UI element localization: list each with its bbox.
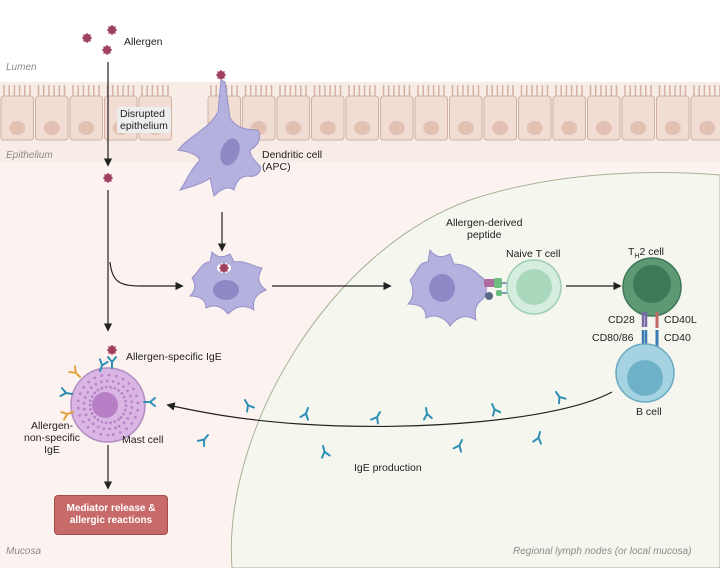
epithelial-cell: [35, 85, 69, 141]
lumen-background: [0, 0, 720, 82]
zone-label-lumen: Lumen: [6, 62, 37, 73]
zone-label-epithelium: Epithelium: [6, 150, 53, 161]
label-naive-t-cell: Naive T cell: [506, 248, 561, 260]
arrow-ige-production: [166, 391, 613, 428]
epithelial-cell: [518, 85, 552, 141]
label-nonspecific-ige: Allergen- non-specific IgE: [24, 420, 81, 456]
zone-label-lymph: Regional lymph nodes (or local mucosa): [513, 546, 692, 557]
arrow-to-dendritic: [109, 261, 184, 291]
dendritic-cell-migrating: [188, 250, 267, 315]
label-th2-cell: TH2 cell: [628, 246, 664, 261]
zone-label-mucosa: Mucosa: [6, 546, 42, 557]
epithelial-cell: [380, 85, 414, 141]
allergen-particle: [215, 69, 227, 81]
b-cell: [615, 343, 675, 403]
label-mast-cell: Mast cell: [122, 434, 164, 446]
epithelial-cell: [690, 85, 720, 141]
lymph-node-region: [230, 172, 720, 568]
allergen-particle: [106, 24, 118, 36]
epithelial-cell: [656, 85, 690, 141]
allergen-particle: [102, 172, 114, 184]
label-cd80-86: CD80/86: [592, 332, 634, 344]
epithelial-cell: [449, 85, 483, 141]
epithelial-cell: [242, 85, 276, 141]
label-cd40l: CD40L: [664, 314, 697, 326]
epithelial-cell: [552, 85, 586, 141]
epithelial-cell: [587, 85, 621, 141]
dendritic-cell-lymph: [406, 248, 487, 327]
label-allergen-peptide: Allergen-derived peptide: [446, 217, 523, 241]
epithelial-cell: [345, 85, 379, 141]
dendritic-cell-epithelium: [177, 79, 261, 197]
label-ige-production: IgE production: [354, 462, 422, 474]
th2-cell: [622, 257, 682, 317]
epithelial-cell: [621, 85, 655, 141]
allergen-particle: [81, 32, 93, 44]
epithelial-cell: [311, 85, 345, 141]
label-disrupted-epithelium: Disrupted epithelium: [117, 107, 171, 133]
mast-cell: [59, 344, 156, 443]
epithelial-cell: [276, 85, 310, 141]
label-allergen: Allergen: [124, 36, 163, 48]
epithelial-cell: [483, 85, 517, 141]
allergen-particle: [101, 44, 113, 56]
label-b-cell: B cell: [636, 406, 662, 418]
epithelial-cell: [0, 85, 34, 141]
epithelial-cell: [414, 85, 448, 141]
epithelium-cell-row: [0, 85, 720, 141]
label-cd40: CD40: [664, 332, 691, 344]
naive-t-cell: [506, 259, 562, 315]
label-allergen-specific-ige: Allergen-specific IgE: [126, 351, 222, 363]
mediator-release-box: Mediator release & allergic reactions: [54, 495, 168, 535]
label-cd28: CD28: [608, 314, 635, 326]
epithelial-cell: [69, 85, 103, 141]
label-dendritic-cell: Dendritic cell (APC): [262, 149, 323, 173]
